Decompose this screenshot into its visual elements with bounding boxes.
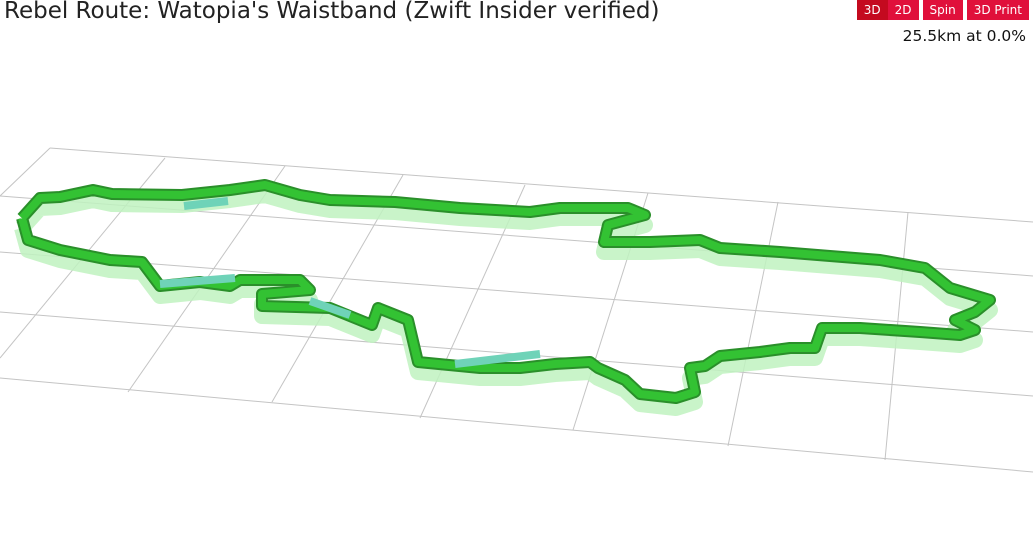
view-3d-button[interactable]: 3D: [856, 0, 888, 20]
distance-grade-readout: 25.5km at 0.0%: [902, 27, 1026, 45]
view-2d-button[interactable]: 2D: [887, 0, 919, 20]
route-surface: [18, 181, 994, 402]
route-shadow: [14, 187, 998, 416]
spin-button[interactable]: Spin: [922, 0, 963, 20]
page-title: Rebel Route: Watopia's Waistband (Zwift …: [4, 0, 660, 24]
view-controls: 3D 2D Spin 3D Print: [856, 0, 1029, 20]
flat-segments: [159, 197, 541, 368]
3d-print-button[interactable]: 3D Print: [966, 0, 1029, 20]
view-toggle: 3D 2D: [856, 0, 919, 20]
